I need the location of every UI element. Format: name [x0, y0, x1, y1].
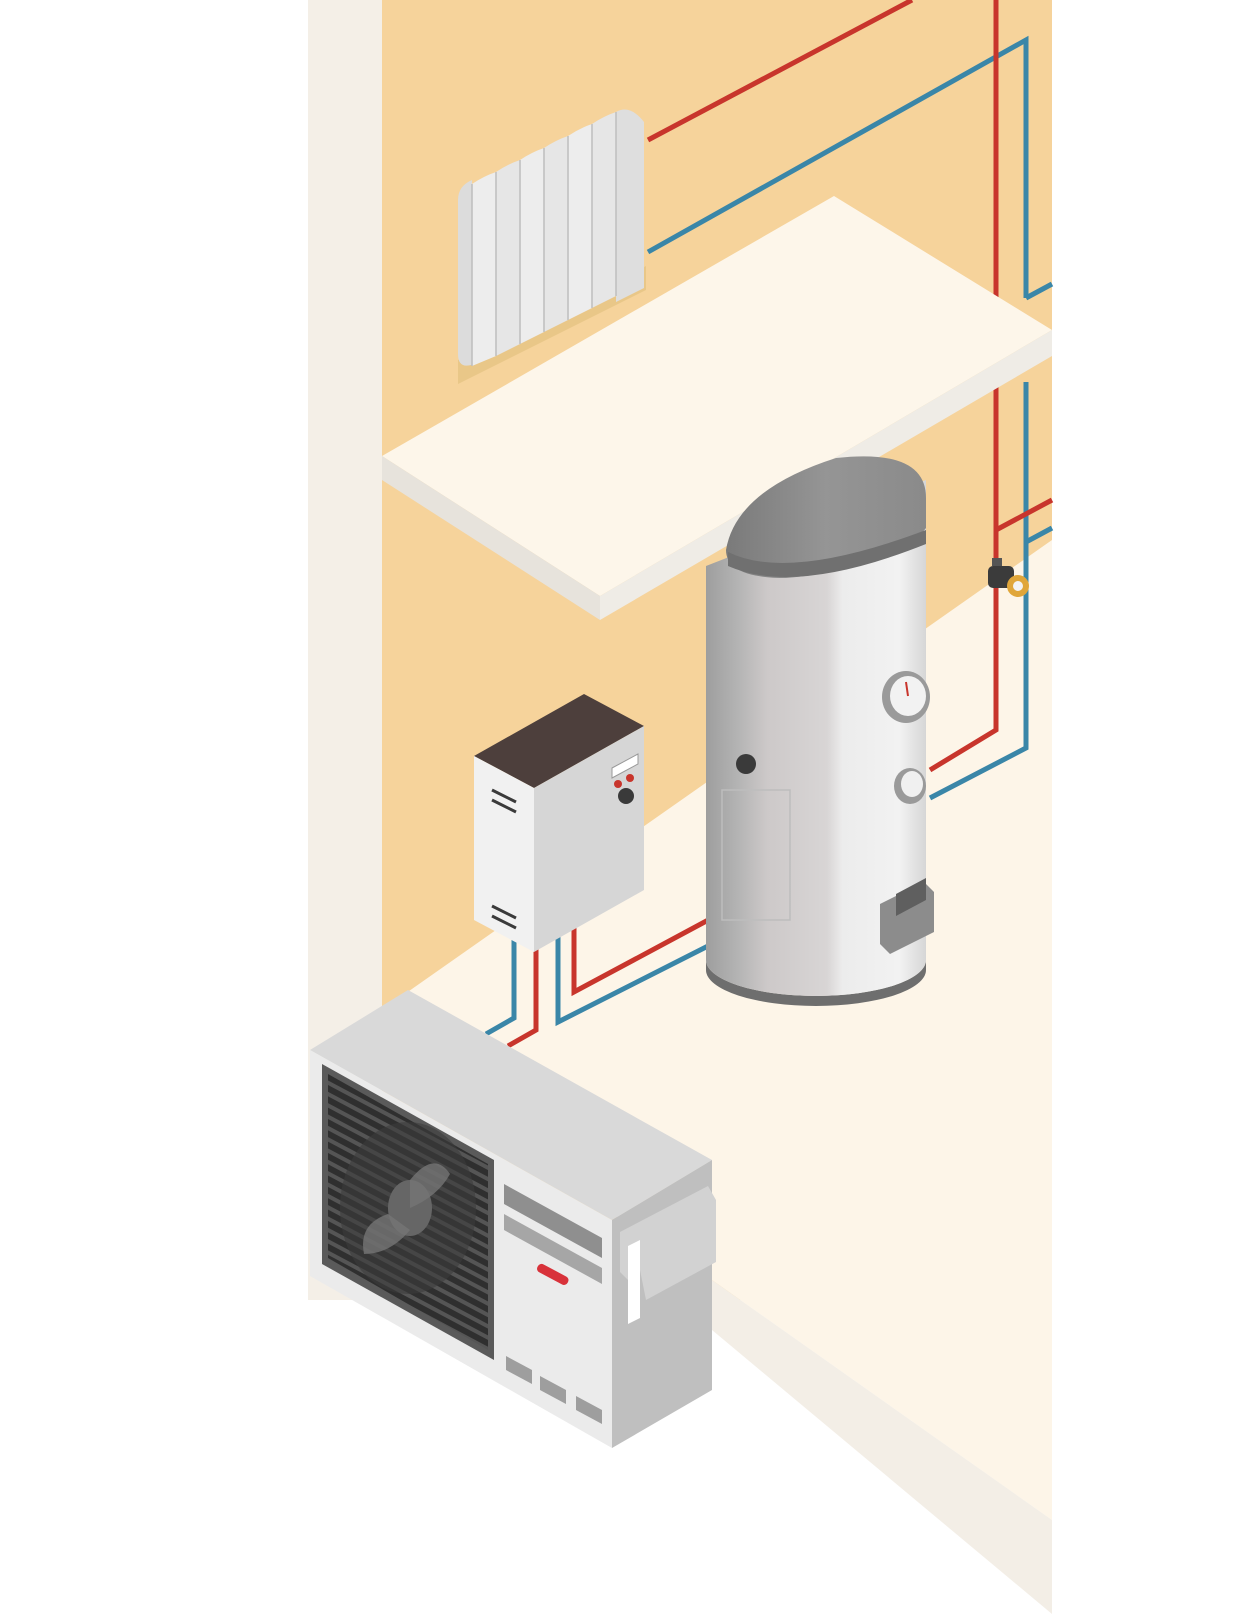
outdoor-heat-pump — [310, 990, 716, 1448]
radiator — [458, 109, 646, 384]
unit-vent-2 — [540, 1376, 566, 1404]
shelf-front-edge — [382, 456, 600, 620]
pump-icon — [988, 558, 1029, 597]
hot-pipe-control-tank — [571, 915, 714, 997]
hot-pipe-radiator — [646, 0, 914, 143]
unit-vent-1 — [506, 1356, 532, 1384]
pipes — [484, 0, 1054, 1049]
unit-top — [310, 990, 712, 1220]
unit-handle — [620, 1186, 716, 1300]
tank-access-panel — [721, 789, 791, 921]
tank-knob-icon — [894, 768, 926, 804]
heater-element-icon — [880, 878, 934, 954]
unit-slot-2 — [504, 1214, 602, 1284]
hot-pipe-control-outdoor — [506, 934, 539, 1049]
fan-icon — [340, 1122, 476, 1294]
cold-pipe-radiator — [646, 35, 1029, 298]
hot-water-tank — [706, 456, 934, 1006]
control-buttons — [611, 753, 639, 804]
cold-pipe-control-tank — [555, 922, 714, 1027]
cold-pipe-right-wall — [1024, 525, 1054, 545]
floor-edge — [712, 1280, 1052, 1614]
control-front — [474, 756, 534, 952]
hot-pipe-riser-lower — [928, 382, 999, 773]
cold-pipe-riser-lower — [928, 382, 1029, 801]
control-vents — [491, 788, 517, 930]
gauge-icon — [882, 671, 930, 723]
tank-port — [736, 754, 756, 774]
tank-body — [706, 480, 926, 996]
tank-base — [706, 960, 926, 1006]
indicator-light — [537, 1263, 569, 1285]
cold-pipe-control-outdoor — [484, 936, 517, 1037]
hot-pipe-right-wall — [994, 497, 1054, 533]
cold-pipe-right-top — [1024, 281, 1054, 301]
control-unit — [474, 694, 644, 952]
unit-vent-3 — [576, 1396, 602, 1424]
unit-slot-1 — [504, 1184, 602, 1258]
unit-handle-highlight — [628, 1240, 640, 1324]
shelf-top — [382, 196, 1052, 596]
radiator-fins — [458, 109, 644, 366]
tank-cap-rim — [728, 530, 926, 577]
control-top — [474, 694, 644, 788]
